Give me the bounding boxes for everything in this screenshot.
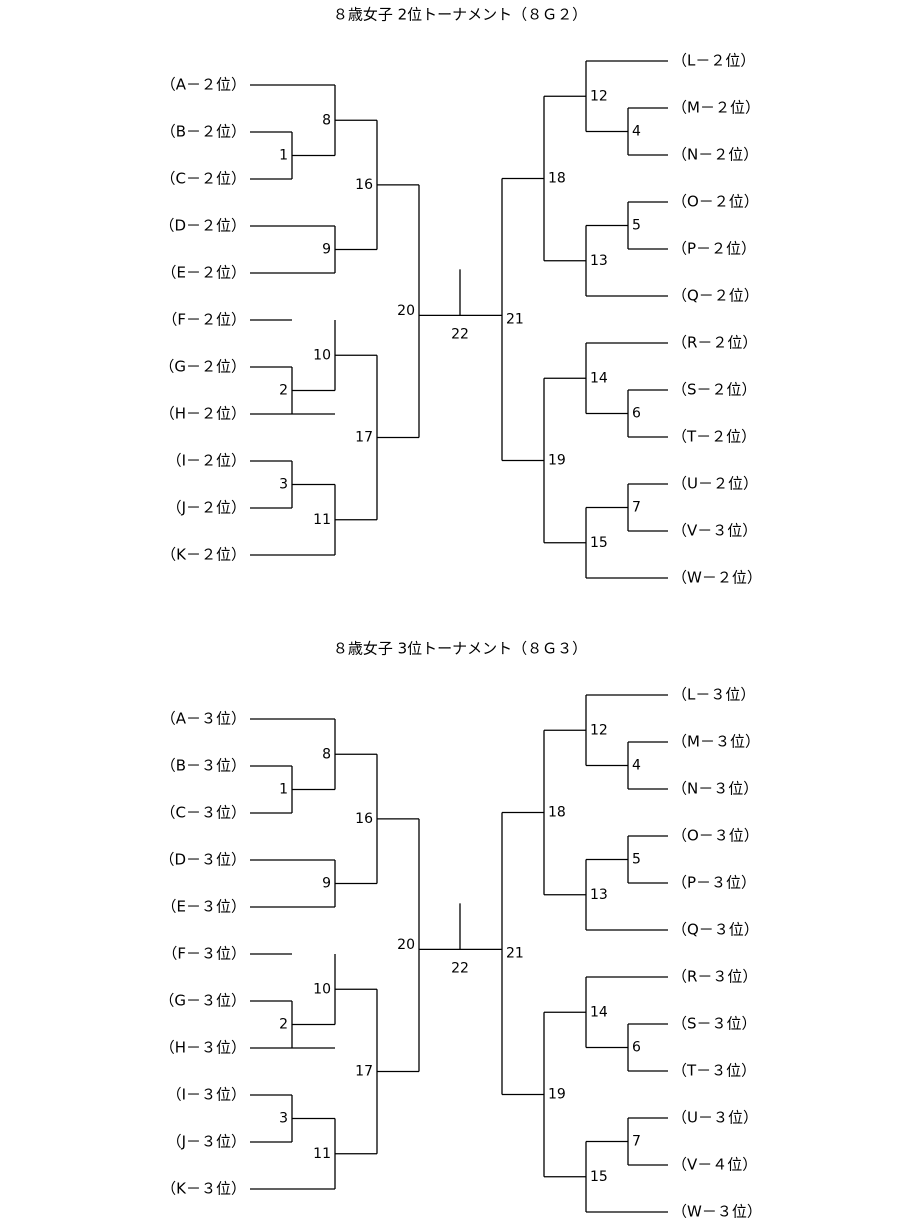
match-number: 7 [632,500,641,516]
match-number: 14 [590,370,608,386]
team-label: （J－２位） [167,499,246,517]
match-number: 15 [590,1169,608,1185]
team-label: （U－３位） [672,1109,758,1127]
team-label: （S－２位） [672,381,757,399]
match-number: 11 [313,1146,331,1162]
bracket-title: ８歳女子 2位トーナメント（８Ｇ２） [333,6,587,24]
match-number: 5 [632,218,641,234]
team-label: （E－２位） [162,264,246,282]
match-number: 13 [590,887,608,903]
match-number: 3 [279,477,288,493]
team-label: （Q－２位） [672,287,759,305]
bracket-title: ８歳女子 3位トーナメント（８Ｇ３） [333,640,587,658]
match-number: 21 [506,946,524,962]
team-label: （I－３位） [167,1086,246,1104]
match-number: 20 [397,303,415,319]
team-label: （Q－３位） [672,921,759,939]
team-label: （P－３位） [672,874,756,892]
match-number: 10 [313,981,331,997]
match-number: 2 [279,383,288,399]
team-label: （T－２位） [672,428,756,446]
team-label: （N－３位） [672,780,758,798]
match-number: 2 [279,1017,288,1033]
match-number: 12 [590,722,608,738]
team-label: （L－２位） [672,52,755,70]
match-number: 6 [632,406,641,422]
team-label: （G－２位） [159,358,246,376]
team-label: （D－２位） [159,217,246,235]
team-label: （C－３位） [161,804,246,822]
team-label: （U－２位） [672,475,758,493]
team-label: （A－３位） [161,710,246,728]
match-number: 9 [322,876,331,892]
team-label: （W－２位） [672,569,762,587]
final-match-number: 22 [451,960,469,976]
team-label: （B－２位） [161,123,246,141]
team-label: （M－２位） [672,99,760,117]
team-label: （F－２位） [162,311,246,329]
team-label: （O－３位） [672,827,759,845]
team-label: （R－２位） [672,334,757,352]
match-number: 17 [355,430,373,446]
team-label: （K－３位） [161,1180,246,1198]
match-number: 4 [632,758,641,774]
team-label: （S－３位） [672,1015,757,1033]
team-label: （K－２位） [161,546,246,564]
team-label: （F－３位） [162,945,246,963]
team-label: （L－３位） [672,686,755,704]
match-number: 18 [548,171,566,187]
team-label: （V－３位） [672,522,757,540]
team-label: （T－３位） [672,1062,756,1080]
team-label: （P－２位） [672,240,756,258]
team-label: （H－３位） [160,1039,246,1057]
match-number: 21 [506,312,524,328]
team-label: （W－３位） [672,1203,762,1221]
match-number: 11 [313,512,331,528]
match-number: 19 [548,453,566,469]
team-label: （B－３位） [161,757,246,775]
match-number: 15 [590,535,608,551]
team-label: （A－２位） [161,76,246,94]
match-number: 9 [322,242,331,258]
match-number: 8 [322,746,331,762]
match-number: 1 [279,782,288,798]
team-label: （E－３位） [162,898,246,916]
team-label: （N－２位） [672,146,758,164]
team-label: （H－２位） [160,405,246,423]
match-number: 5 [632,852,641,868]
team-label: （J－３位） [167,1133,246,1151]
match-number: 17 [355,1064,373,1080]
match-number: 19 [548,1087,566,1103]
match-number: 8 [322,112,331,128]
match-number: 7 [632,1134,641,1150]
team-label: （I－２位） [167,452,246,470]
match-number: 1 [279,148,288,164]
team-label: （V－４位） [672,1156,757,1174]
match-number: 16 [355,177,373,193]
team-label: （M－３位） [672,733,760,751]
match-number: 13 [590,253,608,269]
match-number: 12 [590,88,608,104]
team-label: （O－２位） [672,193,759,211]
team-label: （C－２位） [161,170,246,188]
team-label: （D－３位） [159,851,246,869]
match-number: 6 [632,1040,641,1056]
match-number: 20 [397,937,415,953]
match-number: 18 [548,805,566,821]
team-label: （R－３位） [672,968,757,986]
match-number: 16 [355,811,373,827]
match-number: 4 [632,124,641,140]
match-number: 10 [313,347,331,363]
team-label: （G－３位） [159,992,246,1010]
match-number: 14 [590,1004,608,1020]
final-match-number: 22 [451,326,469,342]
match-number: 3 [279,1111,288,1127]
